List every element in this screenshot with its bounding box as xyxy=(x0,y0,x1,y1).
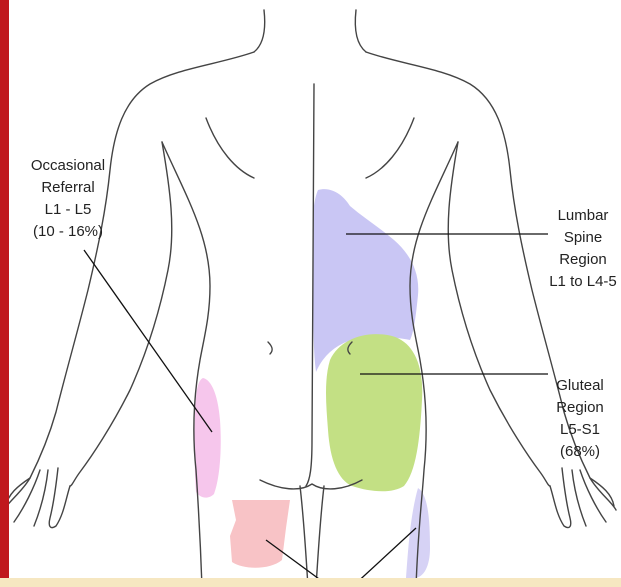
lower-referral-region xyxy=(230,500,290,568)
left-scapula xyxy=(206,118,254,178)
occasional-leader-line xyxy=(84,250,212,432)
gluteal-label-line3: L5-S1 xyxy=(540,419,620,441)
gluteal-region xyxy=(326,334,422,491)
occasional-label-line3: L1 - L5 xyxy=(14,199,122,221)
occasional-referral-region xyxy=(195,378,221,498)
neck-left-line xyxy=(254,10,265,52)
right-scapula xyxy=(366,118,414,178)
bottom-band xyxy=(0,578,621,587)
spine-line xyxy=(306,84,314,486)
occasional-label-line4: (10 - 16%) xyxy=(14,221,122,243)
lumbar-label-line3: Region xyxy=(528,249,621,271)
gluteal-region-label: Gluteal Region L5-S1 (68%) xyxy=(540,375,620,463)
right-arm-inner xyxy=(448,142,550,486)
gluteal-label-line2: Region xyxy=(540,397,620,419)
lumbar-label-line1: Lumbar xyxy=(528,205,621,227)
right-leg-inner xyxy=(316,486,324,587)
left-torso-side xyxy=(162,142,210,587)
side-referral-region xyxy=(406,488,430,578)
occasional-referral-label: Occasional Referral L1 - L5 (10 - 16%) xyxy=(14,155,122,243)
left-back-dimple xyxy=(268,342,272,354)
occasional-label-line1: Occasional xyxy=(14,155,122,177)
gluteal-label-line4: (68%) xyxy=(540,441,620,463)
left-red-frame xyxy=(0,0,9,587)
lumbar-label-line2: Spine xyxy=(528,227,621,249)
left-hand xyxy=(6,468,70,528)
neck-right-line xyxy=(355,10,366,52)
body-outline xyxy=(4,10,616,587)
left-leg-inner xyxy=(300,486,308,587)
occasional-label-line2: Referral xyxy=(14,177,122,199)
lumbar-spine-label: Lumbar Spine Region L1 to L4-5 xyxy=(528,205,621,293)
right-hand xyxy=(550,468,614,528)
gluteal-label-line1: Gluteal xyxy=(540,375,620,397)
lumbar-label-line4: L1 to L4-5 xyxy=(528,271,621,293)
